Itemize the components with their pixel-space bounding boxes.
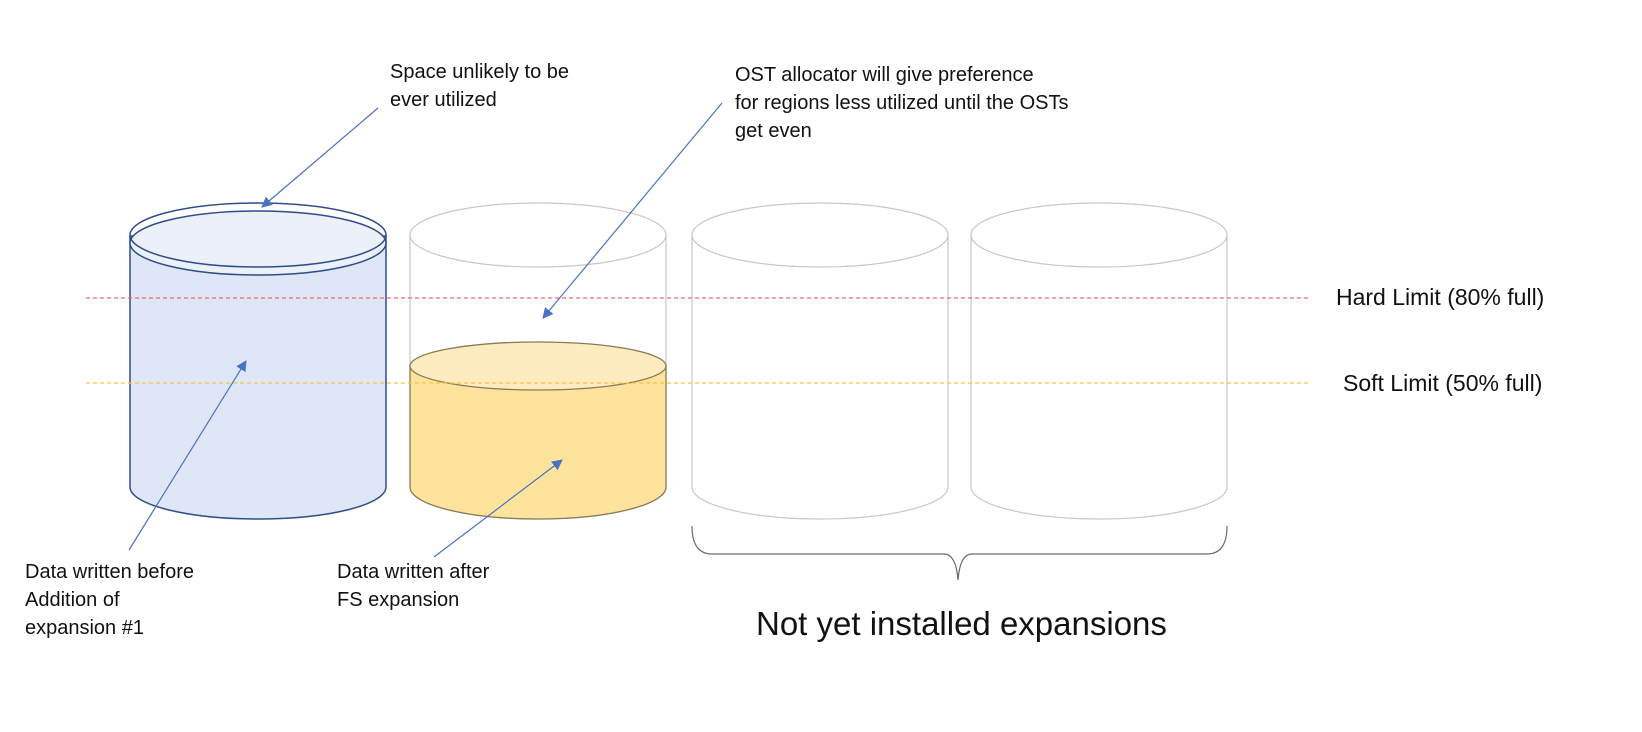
cylinder-expansion-3-outline xyxy=(970,235,1228,520)
arrow-space-unlikely xyxy=(261,107,379,208)
arrow-data-before xyxy=(128,360,247,551)
arrow-ost-allocator xyxy=(542,102,723,319)
not-installed-bracket xyxy=(691,525,1228,581)
cylinder-expansion-2-outline xyxy=(691,235,949,520)
cylinder-expansion-2 xyxy=(691,202,949,520)
annotation-ost-allocator: OST allocator will give preference for r… xyxy=(735,64,1069,142)
cylinder-expansion-2-top-rim xyxy=(691,202,949,268)
annotation-data-after: Data written after FS expansion xyxy=(337,561,490,611)
cylinder-expansion-3 xyxy=(970,202,1228,520)
cylinder-expansion-3-top-rim xyxy=(970,202,1228,268)
cylinder-original-fill-top xyxy=(129,210,387,276)
cylinder-original-body xyxy=(129,235,387,520)
not-installed-expansions-label: Not yet installed expansions xyxy=(756,605,1167,642)
arrow-data-after xyxy=(433,459,563,558)
soft-limit-label: Soft Limit (50% full) xyxy=(1343,370,1543,396)
cylinder-original-top-rim xyxy=(129,202,387,268)
cylinder-original xyxy=(129,202,387,520)
hard-limit-label: Hard Limit (80% full) xyxy=(1336,284,1545,310)
cylinder-expansion-1-top-rim xyxy=(409,202,667,268)
cylinder-expansion-1 xyxy=(409,202,667,520)
annotation-space-unlikely: Space unlikely to be ever utilized xyxy=(390,61,570,111)
cylinder-expansion-1-fill-top xyxy=(409,341,667,391)
annotation-data-before: Data written before Addition of expansio… xyxy=(25,561,194,639)
cylinder-expansion-1-fill xyxy=(409,365,667,520)
